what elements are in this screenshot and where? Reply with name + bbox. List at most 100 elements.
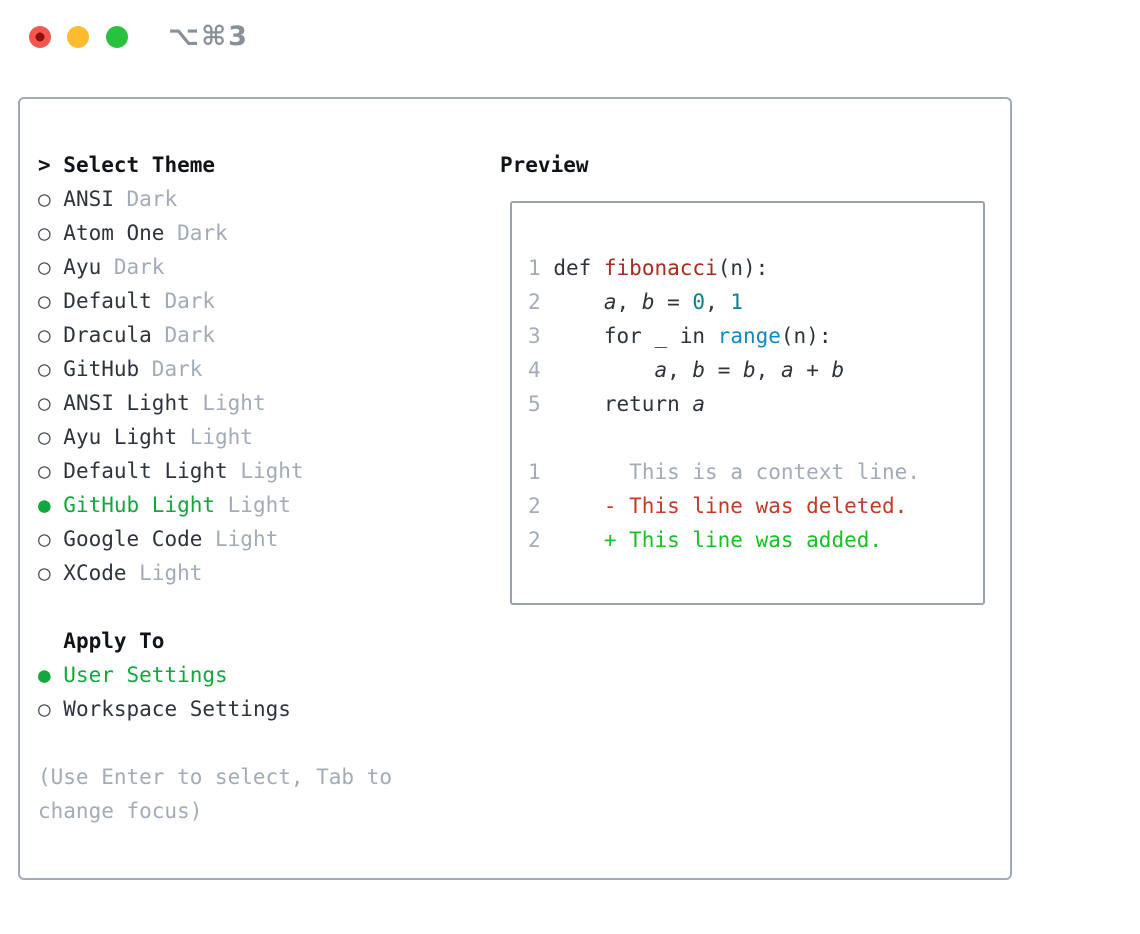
radio-unselected-icon: ○ [38,391,64,415]
theme-option-dracula-dark[interactable]: ○ Dracula Dark [38,318,392,352]
theme-name: Default Light [63,459,228,483]
theme-option-ayu-light-light[interactable]: ○ Ayu Light Light [38,420,392,454]
radio-selected-icon: ● [38,663,64,687]
code-token: range [717,324,781,348]
radio-unselected-icon: ○ [38,425,64,449]
code-token: = [654,290,693,314]
line-number: 5 [528,392,541,416]
theme-name: XCode [63,561,127,585]
code-token: = [705,358,743,382]
theme-variant: Dark [139,357,203,381]
code-token [541,392,604,416]
code-token: b [743,358,756,382]
hint-line: (Use Enter to select, Tab to [38,760,392,794]
selection-marker: > [38,153,64,177]
apply-option-label: Workspace Settings [63,697,291,721]
code-line: 2 - This line was deleted. [528,489,983,523]
code-token: 0 [692,290,706,314]
code-token [541,256,554,280]
apply-option-user-settings[interactable]: ● User Settings [38,658,392,692]
line-number: 4 [528,358,541,382]
code-line [528,421,983,455]
theme-option-atom-one-dark[interactable]: ○ Atom One Dark [38,216,392,250]
apply-to-header: Apply To [38,624,392,658]
title-bar: ⌥⌘3 [0,0,1140,75]
theme-variant: Dark [151,323,216,347]
theme-option-default-dark[interactable]: ○ Default Dark [38,284,392,318]
code-token [541,290,604,314]
line-number: 3 [528,324,541,348]
code-token: + [793,358,832,382]
code-token [541,460,630,484]
unsaved-dot-icon [35,32,45,42]
code-token: a [603,290,617,314]
theme-variant: Dark [164,221,228,245]
theme-name: Ayu [63,255,102,279]
code-token: This is a context line. [629,460,920,484]
code-token: a [692,392,706,416]
theme-list-header: > Select Theme [38,148,392,182]
theme-variant: Light [227,459,304,483]
line-number: 1 [528,256,541,280]
code-token: - This line was deleted. [603,494,908,518]
radio-unselected-icon: ○ [38,561,64,585]
code-line: 4 a, b = b, a + b [528,353,983,387]
code-token: a [654,358,668,382]
theme-option-ansi-light-light[interactable]: ○ ANSI Light Light [38,386,392,420]
hint-text: (Use Enter to select, Tab to [38,765,393,789]
code-token: (n): [717,256,769,280]
radio-unselected-icon: ○ [38,289,64,313]
theme-variant: Dark [101,255,165,279]
theme-name: Default [63,289,152,313]
apply-option-workspace-settings[interactable]: ○ Workspace Settings [38,692,392,726]
code-token: fibonacci [603,256,718,280]
code-token: (n): [780,324,832,348]
theme-picker-column: > Select Theme○ ANSI Dark○ Atom One Dark… [38,148,392,828]
theme-name: ANSI Light [63,391,190,415]
code-preview-box: 1 def fibonacci(n):2 a, b = 0, 1 3 for _ … [510,201,985,605]
code-line: 1 def fibonacci(n): [528,251,983,285]
code-token: return [603,392,693,416]
theme-variant: Light [202,527,279,551]
theme-name: Ayu Light [63,425,178,449]
radio-unselected-icon: ○ [38,527,64,551]
code-token: a [780,358,794,382]
theme-variant: Light [177,425,253,449]
theme-option-default-light-light[interactable]: ○ Default Light Light [38,454,392,488]
theme-name: GitHub [63,357,140,381]
code-line: 2 + This line was added. [528,523,983,557]
code-token: for _ in [603,324,718,348]
theme-option-ayu-dark[interactable]: ○ Ayu Dark [38,250,392,284]
zoom-button-icon[interactable] [106,26,128,48]
line-number: 1 [528,460,541,484]
code-token: b [831,358,845,382]
theme-option-github-dark[interactable]: ○ GitHub Dark [38,352,392,386]
code-token [541,324,604,348]
code-line: 1 This is a context line. [528,455,983,489]
code-token: , [755,358,781,382]
code-token: 1 [730,290,744,314]
radio-unselected-icon: ○ [38,323,64,347]
spacer [38,726,392,760]
theme-variant: Dark [151,289,216,313]
code-line: 2 a, b = 0, 1 [528,285,983,319]
theme-option-google-code-light[interactable]: ○ Google Code Light [38,522,392,556]
theme-name: Dracula [63,323,152,347]
radio-selected-icon: ● [38,493,64,517]
code-token [541,358,655,382]
close-button-icon[interactable] [29,26,51,48]
theme-variant: Light [215,493,291,517]
theme-option-xcode-light[interactable]: ○ XCode Light [38,556,392,590]
indent [38,629,63,653]
radio-unselected-icon: ○ [38,187,64,211]
code-token [541,528,604,552]
theme-option-ansi-dark[interactable]: ○ ANSI Dark [38,182,392,216]
theme-list-title: Select Theme [63,153,216,177]
radio-unselected-icon: ○ [38,697,64,721]
theme-option-github-light-light[interactable]: ● GitHub Light Light [38,488,392,522]
theme-variant: Light [189,391,266,415]
spacer [38,590,392,624]
minimize-button-icon[interactable] [67,26,89,48]
